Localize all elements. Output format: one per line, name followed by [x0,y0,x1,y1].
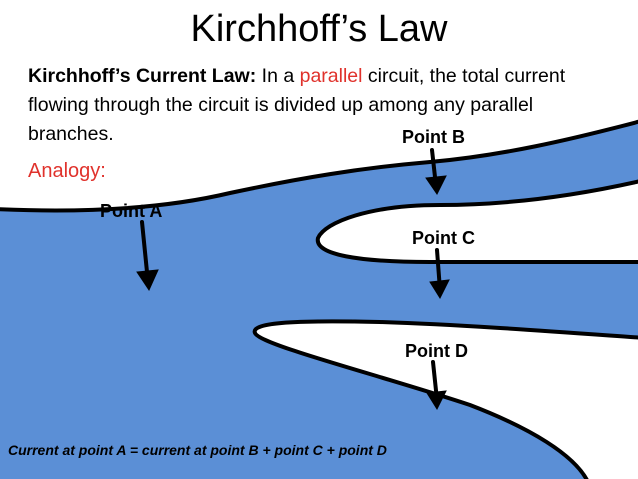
point-a-arrowhead [136,269,159,292]
point-b-label: Point B [402,127,465,147]
law-text-before: In a [256,65,300,87]
point-d-label: Point D [405,341,468,361]
page-title: Kirchhoff’s Law [190,8,448,50]
law-label: Kirchhoff’s Current Law: [28,65,257,87]
law-highlight: parallel [299,65,363,87]
point-b-arrowhead [425,175,447,195]
point-c-arrowhead [429,279,450,300]
law-statement: Kirchhoff’s Current Law: In a parallel c… [28,62,603,149]
analogy-label: Analogy: [28,160,106,182]
river-water [0,119,638,479]
point-c-label: Point C [412,228,475,248]
current-equation: Current at point A = current at point B … [8,442,387,458]
point-a-label: Point A [100,201,163,221]
point-d-arrowhead [426,390,447,411]
law-text-after: circuit, the total current flowing throu… [28,65,566,145]
